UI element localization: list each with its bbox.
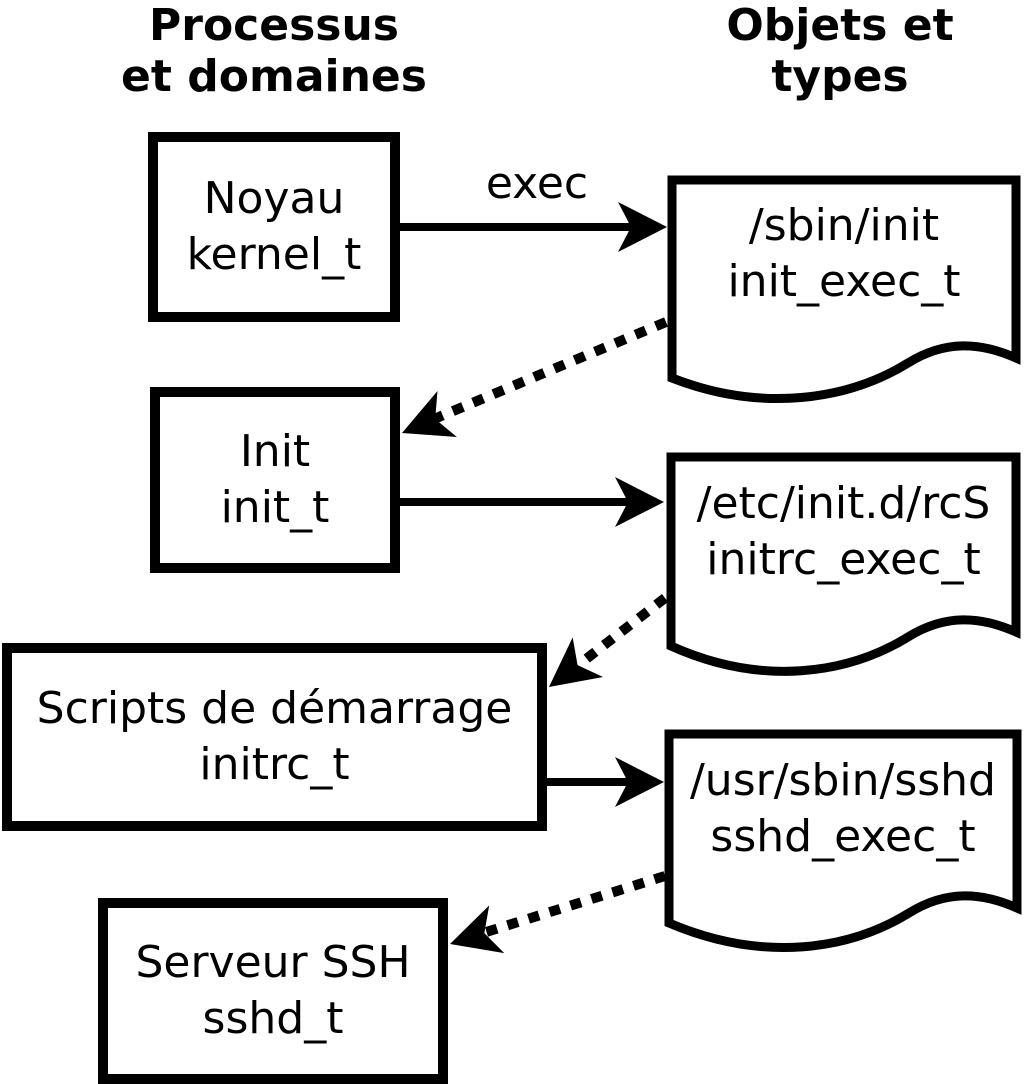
process-name: Init	[239, 426, 311, 477]
process-box-scripts-demarrage: Scripts de démarrage initrc_t	[2, 643, 547, 831]
process-box-serveur-ssh: Serveur SSH sshd_t	[98, 898, 448, 1084]
exec-arrow-label: exec	[485, 158, 589, 209]
header-line: et domaines	[121, 51, 427, 102]
header-line: Processus	[149, 0, 399, 51]
document-shape-sbin-init	[667, 175, 1021, 403]
object-doc-etc-initd-rcs: /etc/init.d/rcS initrc_exec_t	[671, 457, 1016, 607]
header-line: types	[771, 51, 909, 102]
process-name: Noyau	[203, 173, 345, 224]
object-type: init_exec_t	[727, 256, 961, 307]
process-domain-type: sshd_t	[202, 993, 344, 1044]
process-domain-type: initrc_t	[199, 739, 350, 790]
object-doc-usr-sbin-sshd: /usr/sbin/sshd sshd_exec_t	[669, 734, 1017, 884]
exec-arrow-init-to-rcs	[395, 477, 664, 527]
object-path: /etc/init.d/rcS	[696, 478, 991, 529]
column-header-objects: Objets et types	[640, 0, 1024, 102]
process-name: Scripts de démarrage	[36, 683, 513, 734]
transition-arrow-to-initrc-t	[549, 594, 669, 687]
document-shape-usr-sbin-sshd	[664, 729, 1022, 952]
process-domain-type: init_t	[220, 482, 330, 533]
process-box-noyau: Noyau kernel_t	[148, 132, 400, 322]
process-box-init: Init init_t	[150, 387, 400, 573]
transition-arrow-to-init-t	[402, 317, 668, 438]
object-type: initrc_exec_t	[706, 534, 981, 585]
object-doc-sbin-init: /sbin/init init_exec_t	[672, 179, 1016, 329]
process-name: Serveur SSH	[135, 937, 411, 988]
exec-arrow-initrc-to-sshd	[545, 757, 664, 807]
object-path: /usr/sbin/sshd	[689, 755, 996, 806]
document-shape-etc-initd-rcs	[666, 452, 1021, 676]
transition-arrow-to-sshd-t	[450, 871, 667, 954]
object-path: /sbin/init	[748, 200, 940, 251]
header-line: Objets et	[726, 0, 954, 51]
object-type: sshd_exec_t	[710, 811, 976, 862]
exec-arrow-kernel-to-sbin-init	[395, 202, 667, 252]
process-domain-type: kernel_t	[186, 229, 362, 280]
column-header-processes: Processus et domaines	[74, 0, 474, 102]
